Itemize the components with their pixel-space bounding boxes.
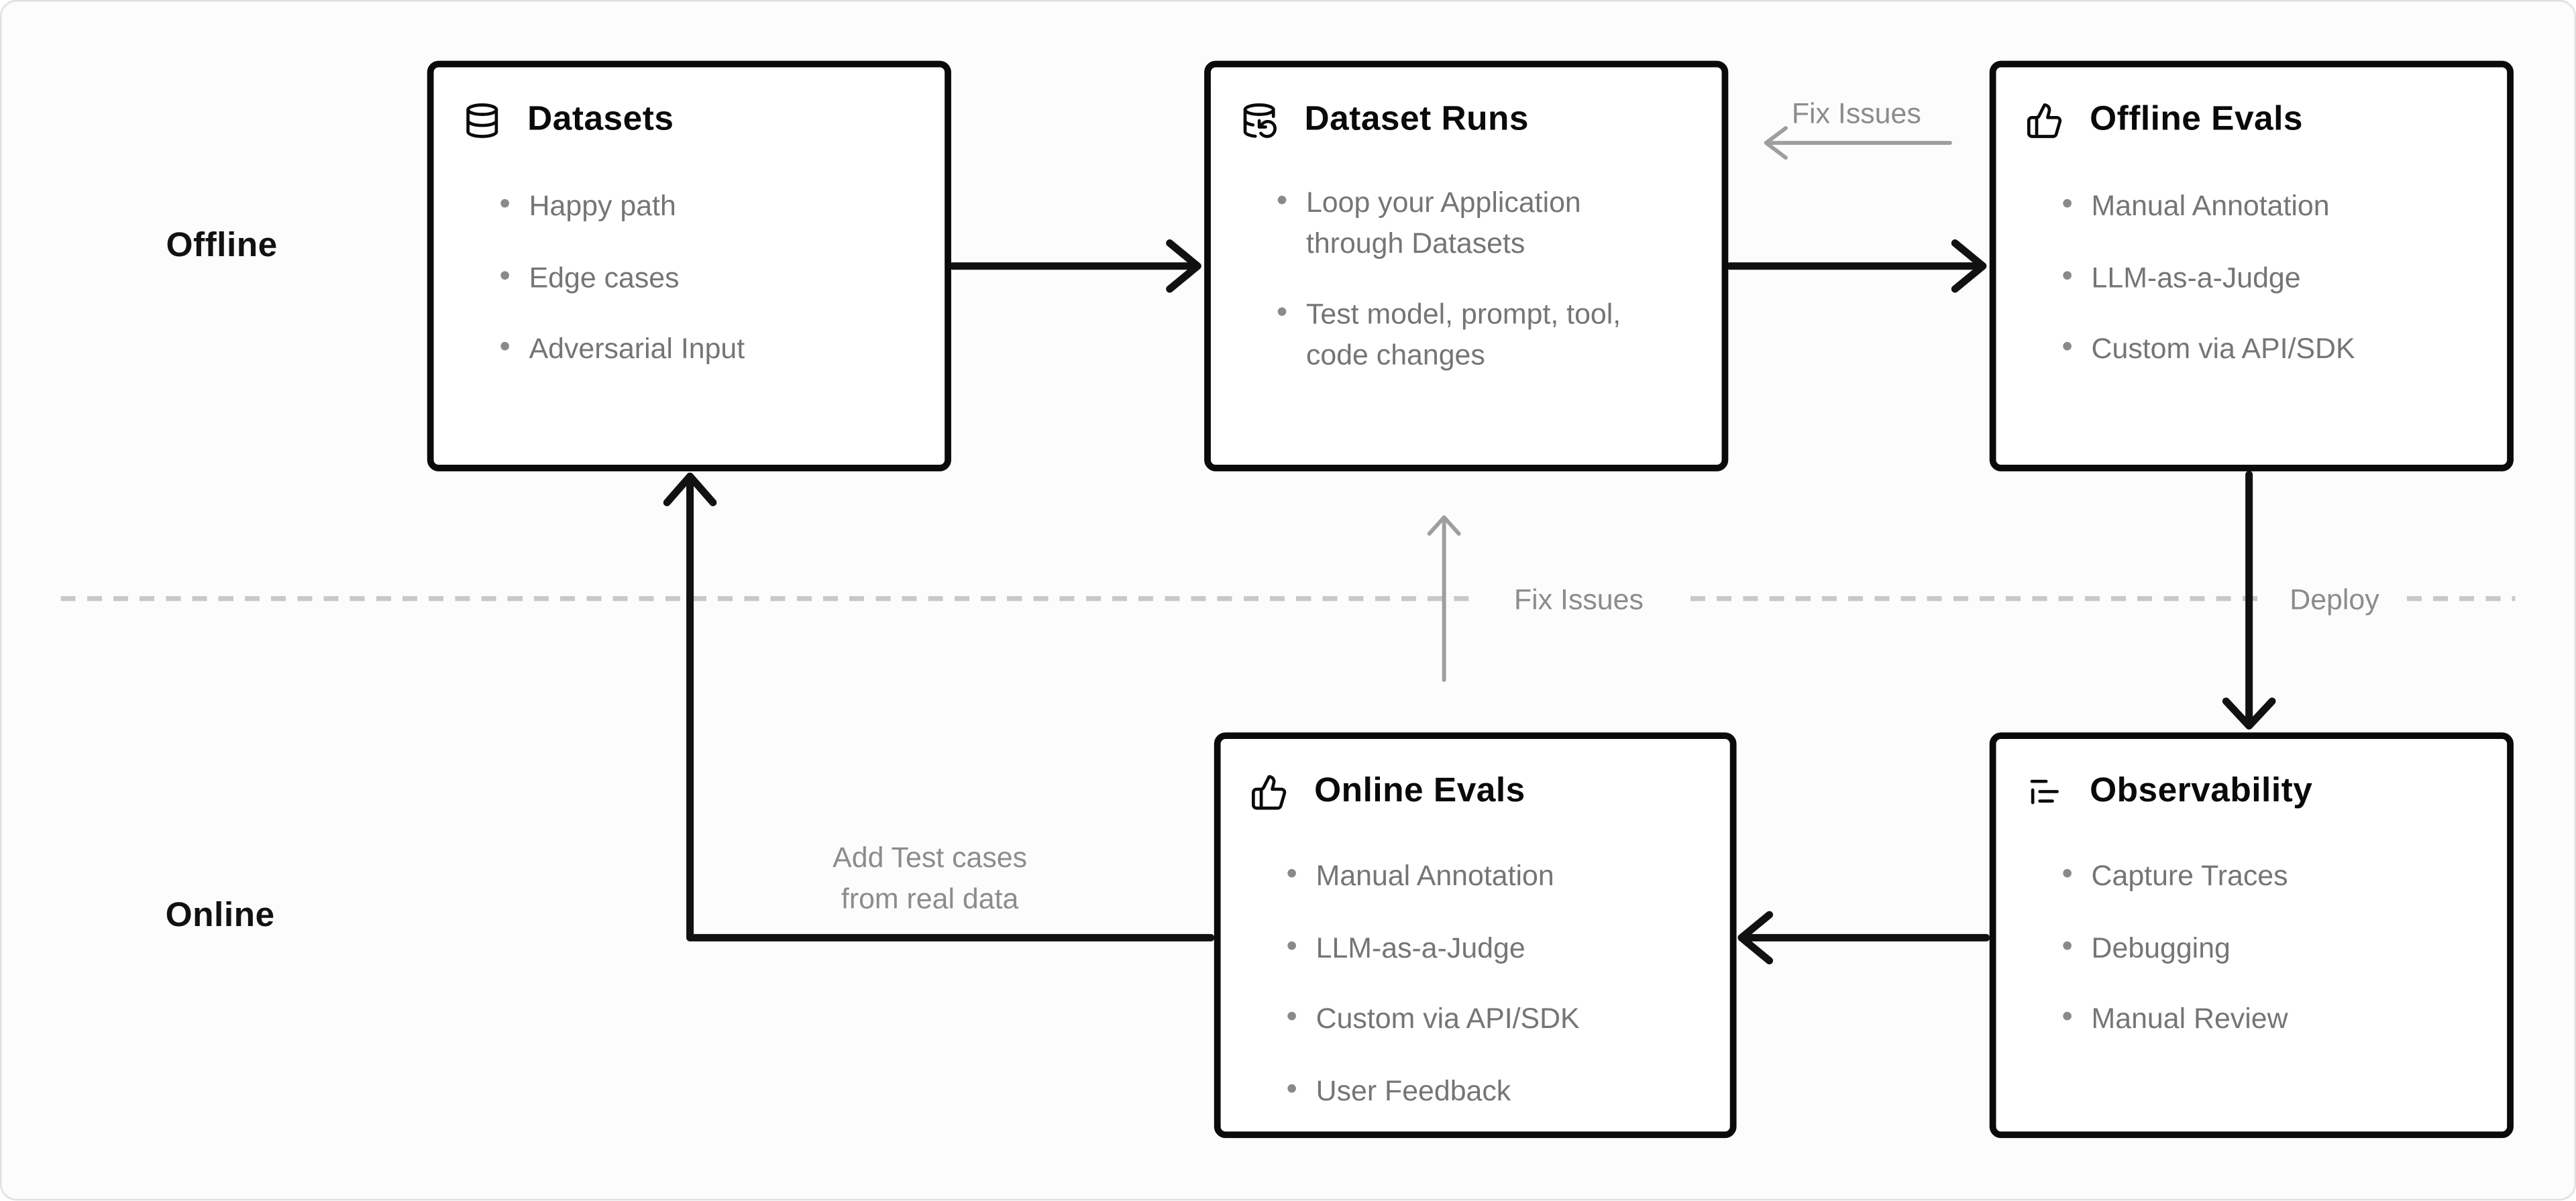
edge-label-fix-issues-middle: Fix Issues — [1514, 583, 1644, 616]
box-item-list: Happy path Edge cases Adversarial Input — [464, 186, 922, 369]
box-observability-title-row: Observability — [2026, 768, 2484, 815]
box-title: Datasets — [527, 100, 674, 138]
box-title: Online Evals — [1314, 772, 1525, 810]
box-item-list: Manual Annotation LLM-as-a-Judge Custom … — [1250, 856, 1707, 1110]
list-item: LLM-as-a-Judge — [1287, 927, 1686, 967]
list-item: Manual Review — [2061, 998, 2461, 1039]
edge-label-add-test-cases-line2: from real data — [841, 880, 1019, 914]
dashed-separator-right — [2406, 595, 2516, 602]
database-backup-icon — [1240, 101, 1278, 139]
database-icon — [464, 101, 501, 139]
box-offline-evals: Offline Evals Manual Annotation LLM-as-a… — [1989, 60, 2514, 471]
thumbs-up-icon — [1250, 773, 1288, 810]
box-item-list: Capture Traces Debugging Manual Review — [2026, 856, 2484, 1039]
box-offline-evals-title-row: Offline Evals — [2026, 97, 2484, 143]
edge-label-add-test-cases-line1: Add Test cases — [833, 840, 1028, 874]
list-item: Capture Traces — [2061, 856, 2461, 896]
arrow-datasets-to-dataset-runs — [949, 239, 1201, 293]
list-item: Manual Annotation — [2061, 186, 2461, 226]
list-item: Adversarial Input — [499, 329, 898, 369]
edge-label-fix-issues-top: Fix Issues — [1791, 97, 1921, 130]
box-datasets-title-row: Datasets — [464, 97, 922, 143]
dashed-separator-middle — [1690, 595, 2259, 602]
arrow-dataset-runs-to-offline-evals — [1726, 239, 1987, 293]
box-title: Offline Evals — [2090, 100, 2304, 138]
box-dataset-runs: Dataset Runs Loop your Application throu… — [1204, 60, 1729, 471]
list-item: Custom via API/SDK — [2061, 329, 2461, 369]
box-item-list: Manual Annotation LLM-as-a-Judge Custom … — [2026, 186, 2484, 369]
offline-row-label: Offline — [166, 226, 278, 265]
list-item: Debugging — [2061, 927, 2461, 967]
list-item: Edge cases — [499, 257, 898, 297]
list-item: Happy path — [499, 186, 898, 226]
box-title: Observability — [2090, 772, 2313, 810]
box-datasets: Datasets Happy path Edge cases Adversari… — [427, 60, 951, 471]
box-dataset-runs-title-row: Dataset Runs — [1240, 97, 1699, 143]
list-item: Test model, prompt, tool, code changes — [1277, 294, 1676, 374]
box-item-list: Loop your Application through Datasets T… — [1240, 182, 1699, 375]
box-title: Dataset Runs — [1304, 100, 1529, 138]
list-item: Loop your Application through Datasets — [1277, 182, 1676, 263]
list-item: User Feedback — [1287, 1070, 1686, 1110]
list-item: Manual Annotation — [1287, 856, 1686, 896]
box-online-evals: Online Evals Manual Annotation LLM-as-a-… — [1214, 732, 1737, 1139]
list-item: LLM-as-a-Judge — [2061, 257, 2461, 297]
thumbs-up-icon — [2026, 101, 2063, 139]
arrow-observability-to-online-evals — [1737, 911, 1990, 965]
box-observability: Observability Capture Traces Debugging M… — [1989, 732, 2514, 1139]
box-online-evals-title-row: Online Evals — [1250, 768, 1707, 815]
dashed-separator-left — [60, 595, 1469, 602]
list-item: Custom via API/SDK — [1287, 998, 1686, 1039]
logs-icon — [2026, 773, 2063, 810]
online-row-label: Online — [165, 897, 275, 935]
edge-label-add-test-cases: Add Test cases from real data — [765, 838, 1094, 918]
edge-label-deploy: Deploy — [2290, 583, 2379, 616]
